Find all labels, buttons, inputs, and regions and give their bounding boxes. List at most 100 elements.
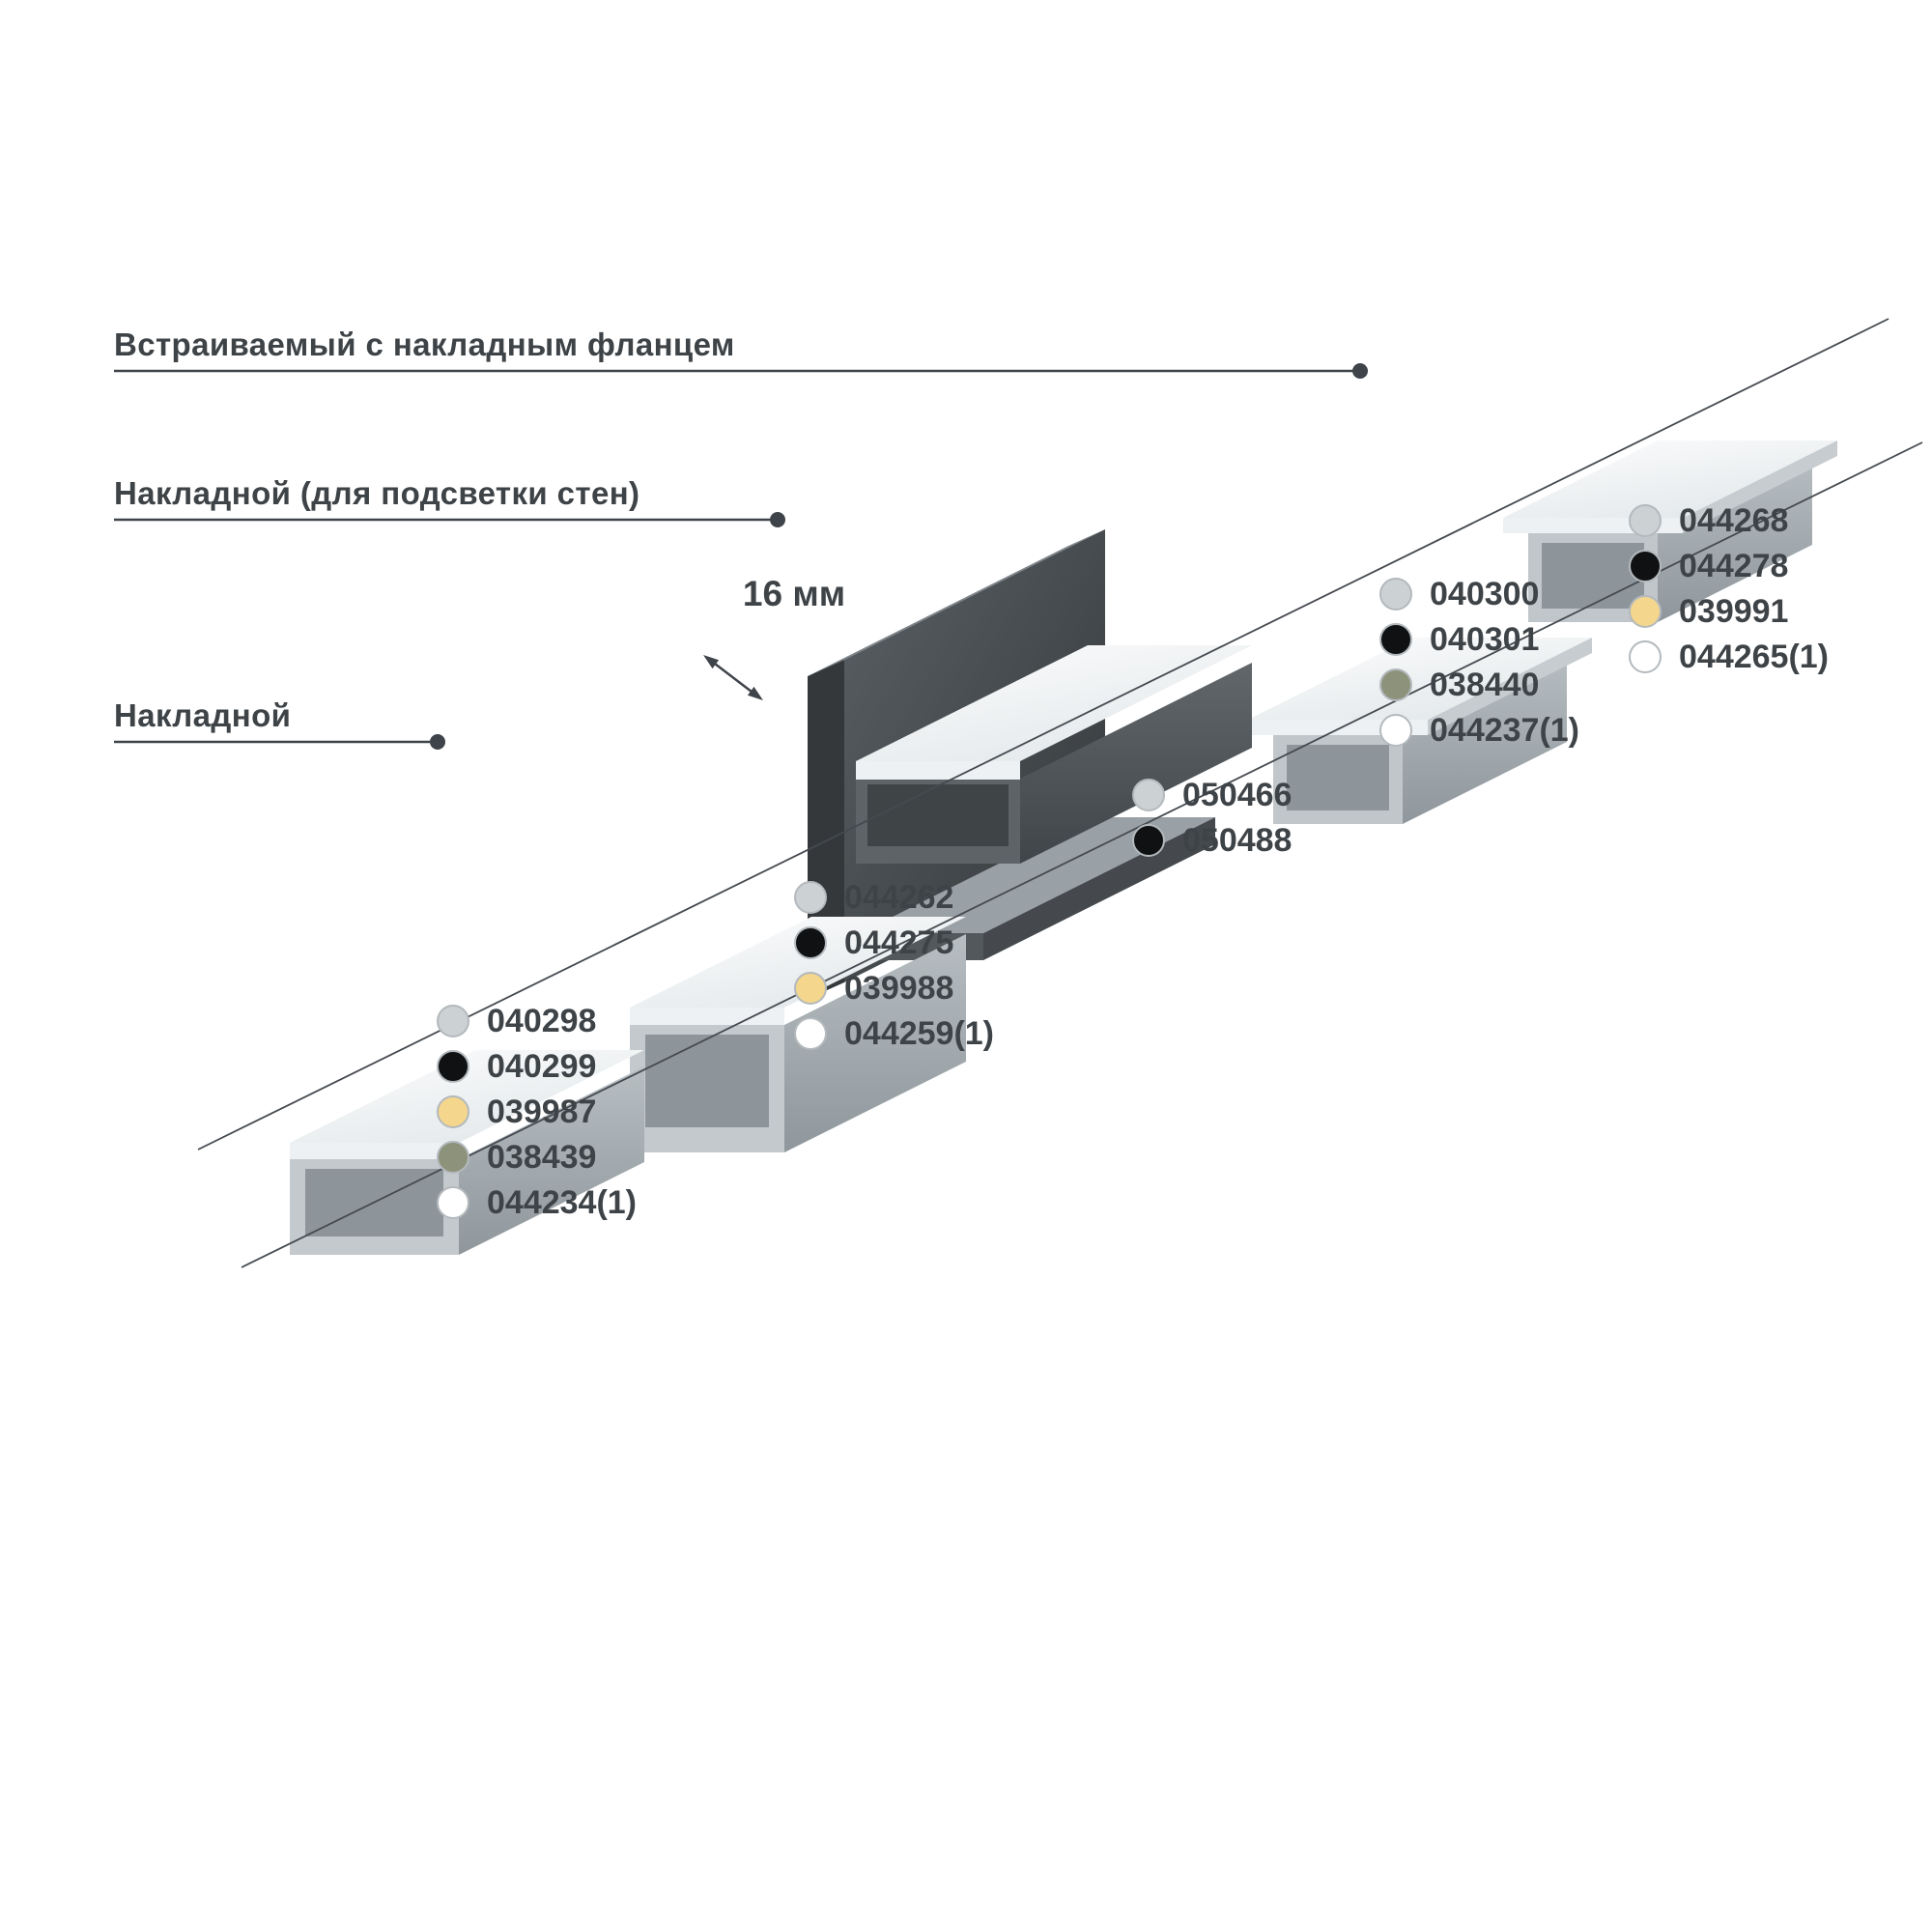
color-swatch-dot [794,972,827,1005]
color-swatch-dot [437,1005,469,1037]
product-code: 039988 [844,969,954,1007]
product-code: 050466 [1182,776,1293,813]
color-swatch-dot [1379,578,1412,611]
profile-cavity [1542,543,1644,609]
product-code: 044278 [1679,547,1789,584]
color-swatch-dot [1629,504,1662,537]
leader-surface-wall [114,512,785,527]
dimension-label-16mm: 16 мм [742,574,846,613]
product-code-row: 040298 [437,1002,637,1039]
product-code-group-surface-low: 040298 040299 039987 038439 044234(1) [437,1002,638,1221]
product-code: 044262 [844,878,954,916]
color-swatch-dot [437,1095,469,1128]
leader-recessed-flange [114,363,1368,379]
color-swatch-dot [1629,640,1662,673]
color-swatch-dot [1132,779,1165,811]
product-code-row: 044262 [794,878,994,916]
color-swatch-dot [437,1186,469,1219]
product-code-group-wall-mount: 050466 050488 [1132,776,1293,859]
color-swatch-dot [794,1017,827,1050]
dimension-arrowhead-upper [703,655,720,669]
product-code-row: 044275 [794,923,994,961]
leader-dot [1352,363,1368,379]
product-code-row: 040300 [1379,575,1579,612]
product-code-row: 044268 [1629,501,1829,539]
color-swatch-dot [1379,714,1412,747]
product-code: 044237(1) [1430,711,1580,749]
color-swatch-dot [1629,550,1662,582]
profile-cavity [1287,745,1389,810]
label-recessed-flange: Встраиваемый с накладным фланцем [114,327,735,362]
color-swatch-dot [794,926,827,959]
product-code-row: 040299 [437,1047,637,1085]
profile-cover-top [630,917,966,1008]
profile-cover-front-edge [290,1143,459,1159]
product-code: 044275 [844,923,954,961]
product-code-row: 038440 [1379,666,1579,703]
profile-cover-top [290,1050,644,1143]
profile-body-side [1403,653,1567,824]
wall-channel-cavity [867,784,1009,846]
product-code-row: 038439 [437,1138,637,1176]
product-code-row: 039988 [794,969,994,1007]
leader-dot [430,734,445,750]
product-code: 039987 [487,1093,597,1130]
wall-cover-front-edge [856,761,1020,780]
product-code-row: 040301 [1379,620,1579,658]
label-surface: Накладной [114,697,292,733]
profile-body-side [459,1066,644,1255]
profile-flange-side-edge [1683,440,1837,533]
profile-cavity [645,1035,769,1127]
profile-cover-top [1503,440,1837,518]
profile-recessed-2-illustration [1503,440,1837,622]
product-code-row: 050466 [1132,776,1293,813]
product-code-row: 044237(1) [1379,711,1580,749]
axis-extension-line-top [197,318,1889,1151]
wall-ledge-top [860,817,1215,933]
product-code: 040300 [1430,575,1540,612]
color-swatch-dot [794,881,827,914]
product-code-group-recessed-2: 044268 044278 039991 044265(1) [1629,501,1830,675]
leader-dot [770,512,785,527]
profile-surface-tall-illustration [630,917,966,1152]
color-swatch-dot [437,1050,469,1083]
wall-plate-front-edge [808,660,844,999]
dimension-arrowhead-lower [747,686,763,700]
profile-body-side [1658,456,1812,622]
product-code: 040299 [487,1047,597,1085]
product-code: 044265(1) [1679,638,1830,675]
profile-cover-top [1248,638,1592,720]
product-code-row: 044265(1) [1629,638,1830,675]
product-code-row: 044259(1) [794,1014,995,1052]
label-surface-wall: Накладной (для подсветки стен) [114,475,640,511]
color-swatch-dot [1379,623,1412,656]
product-code: 044234(1) [487,1183,638,1221]
product-code: 039991 [1679,592,1789,630]
profile-flange-side-edge [1428,638,1592,735]
profile-cover-front-edge [630,1008,784,1025]
dimension-arrow-shaft [714,663,753,693]
color-swatch-dot [1379,668,1412,701]
product-code-row: 044234(1) [437,1183,638,1221]
product-code: 044268 [1679,501,1789,539]
dimension-arrow-16mm [703,655,763,700]
product-code: 040298 [487,1002,597,1039]
product-code-row: 039987 [437,1093,637,1130]
product-code: 038440 [1430,666,1540,703]
product-code-row: 050488 [1132,821,1293,859]
color-swatch-dot [1132,824,1165,857]
product-code: 040301 [1430,620,1540,658]
wall-channel-side [1020,663,1252,864]
color-swatch-dot [1629,595,1662,628]
product-code-group-recessed-1: 040300 040301 038440 044237(1) [1379,575,1580,749]
product-code: 038439 [487,1138,597,1176]
color-swatch-dot [437,1141,469,1174]
profile-body-side [784,934,966,1152]
product-code-group-surface-tall: 044262 044275 039988 044259(1) [794,878,995,1052]
product-code: 044259(1) [844,1014,995,1052]
wall-plate-top-edge [808,529,1105,676]
product-code-row: 044278 [1629,547,1829,584]
product-code-row: 039991 [1629,592,1829,630]
product-code: 050488 [1182,821,1293,859]
